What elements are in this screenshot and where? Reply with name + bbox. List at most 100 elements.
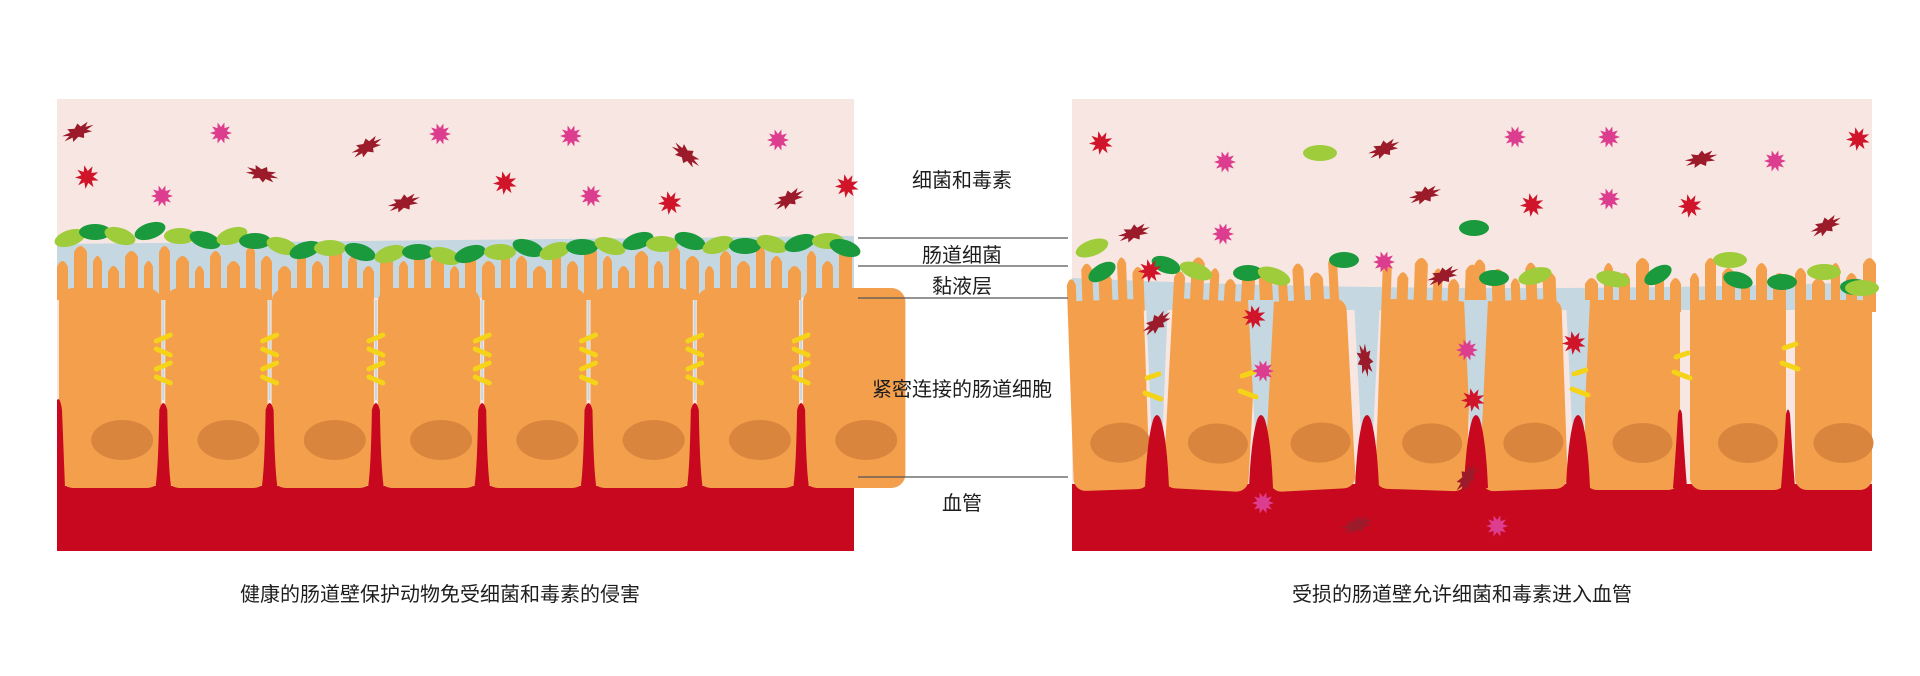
gut-bacterium bbox=[1329, 252, 1359, 268]
cell-nucleus bbox=[1090, 422, 1151, 463]
toxin bbox=[580, 185, 602, 207]
gut-bacterium bbox=[484, 244, 516, 260]
toxin bbox=[1214, 151, 1236, 173]
intestinal-cell bbox=[590, 288, 693, 488]
gut-bacterium bbox=[1644, 264, 1672, 286]
gut-bacterium bbox=[1518, 267, 1552, 285]
blood-spike bbox=[1249, 415, 1273, 488]
cell-nucleus bbox=[303, 420, 366, 460]
toxin bbox=[245, 165, 279, 183]
toxin bbox=[151, 185, 173, 207]
gut-bacterium bbox=[1233, 265, 1263, 281]
cell-nucleus bbox=[1402, 423, 1463, 464]
villi bbox=[1258, 256, 1347, 315]
intestinal-cell bbox=[803, 288, 906, 488]
toxin bbox=[1598, 126, 1620, 148]
toxin bbox=[62, 121, 94, 142]
cell-gap bbox=[1248, 300, 1274, 470]
gut-bacterium bbox=[1459, 220, 1489, 236]
tight-junction bbox=[1671, 350, 1693, 381]
toxin bbox=[429, 123, 451, 145]
gut-bacterium bbox=[566, 239, 598, 255]
gut-bacterium bbox=[1479, 270, 1509, 286]
toxin bbox=[351, 135, 382, 158]
gut-bacterium bbox=[1075, 238, 1109, 258]
toxin bbox=[1562, 331, 1586, 355]
villi bbox=[1795, 258, 1882, 312]
caption-healthy: 健康的肠道壁保护动物免受细菌和毒素的侵害 bbox=[240, 582, 640, 606]
gut-bacterium bbox=[189, 230, 221, 250]
gut-bacterium bbox=[1807, 264, 1841, 280]
toxin bbox=[1138, 259, 1162, 283]
tight-junction bbox=[1779, 341, 1801, 372]
intestinal-cell bbox=[1258, 256, 1356, 492]
gut-bacterium bbox=[784, 233, 816, 253]
toxin bbox=[1252, 492, 1274, 514]
cell-nucleus bbox=[410, 420, 473, 460]
cell-nucleus bbox=[1187, 423, 1248, 464]
toxin bbox=[493, 171, 517, 195]
gut-bacterium bbox=[314, 240, 346, 256]
cell-nucleus bbox=[91, 420, 154, 460]
toxin bbox=[1427, 265, 1459, 286]
toxin bbox=[1142, 310, 1171, 336]
gut-bacterium bbox=[729, 238, 761, 254]
gut-bacterium bbox=[1257, 266, 1291, 286]
gut-bacterium bbox=[289, 240, 321, 260]
toxin bbox=[1846, 127, 1870, 151]
blood-spike bbox=[686, 403, 703, 488]
cell-nucleus bbox=[516, 420, 579, 460]
healthy-gut-panel bbox=[54, 99, 906, 551]
tight-junction bbox=[153, 332, 173, 386]
gut-bacterium bbox=[622, 231, 654, 251]
toxin bbox=[1520, 193, 1544, 217]
cell-nucleus bbox=[622, 420, 685, 460]
gut-bacterium bbox=[702, 235, 734, 255]
blood-vessel bbox=[1072, 484, 1872, 551]
label-blood-vessel: 血管 bbox=[942, 491, 982, 515]
villi bbox=[1066, 257, 1151, 314]
toxin bbox=[1117, 223, 1151, 243]
gut-bacterium bbox=[1713, 252, 1747, 268]
gut-bacterium bbox=[674, 231, 706, 251]
toxin bbox=[1764, 150, 1786, 172]
intestinal-cell bbox=[1375, 257, 1484, 492]
blood-spike bbox=[1145, 415, 1169, 488]
label-tight-junction-cells: 紧密连接的肠道细胞 bbox=[872, 377, 1052, 401]
gut-bacterium bbox=[1845, 280, 1879, 296]
blood-spike bbox=[1781, 409, 1795, 488]
blood-spike bbox=[793, 403, 810, 488]
toxin bbox=[1684, 150, 1718, 168]
gut-bacterium bbox=[1596, 270, 1630, 288]
gut-bacterium bbox=[512, 238, 544, 258]
cell-body bbox=[1375, 298, 1473, 492]
cell-body bbox=[1475, 299, 1568, 492]
blood-spike bbox=[155, 403, 172, 488]
gut-bacterium bbox=[829, 238, 861, 258]
gut-bacterium bbox=[164, 228, 196, 244]
gut-bacterium bbox=[594, 236, 626, 256]
villi bbox=[57, 246, 858, 300]
tight-junction bbox=[579, 332, 598, 386]
gut-bacterium bbox=[134, 221, 166, 241]
cell-body bbox=[1163, 298, 1258, 492]
cell-gap bbox=[1354, 300, 1380, 470]
toxin bbox=[658, 191, 682, 215]
tight-junction bbox=[685, 332, 705, 386]
tight-junction bbox=[366, 332, 386, 386]
toxin bbox=[671, 142, 700, 168]
gut-bacterium bbox=[1303, 145, 1337, 161]
cell-nucleus bbox=[1718, 423, 1778, 463]
tight-junction bbox=[1237, 369, 1259, 400]
toxin bbox=[773, 187, 804, 210]
label-bacteria-toxins: 细菌和毒素 bbox=[912, 168, 1012, 192]
toxin bbox=[1678, 194, 1702, 218]
gut-bacterium bbox=[1088, 261, 1116, 283]
gut-bacterium bbox=[79, 224, 111, 240]
gut-bacterium bbox=[1151, 255, 1181, 275]
label-mucus-layer: 黏液层 bbox=[932, 274, 992, 298]
cell-body bbox=[1067, 299, 1150, 491]
gut-bacterium bbox=[539, 241, 571, 261]
blood-spike bbox=[1566, 415, 1590, 488]
caption-damaged: 受损的肠道壁允许细菌和毒素进入血管 bbox=[1292, 582, 1632, 606]
